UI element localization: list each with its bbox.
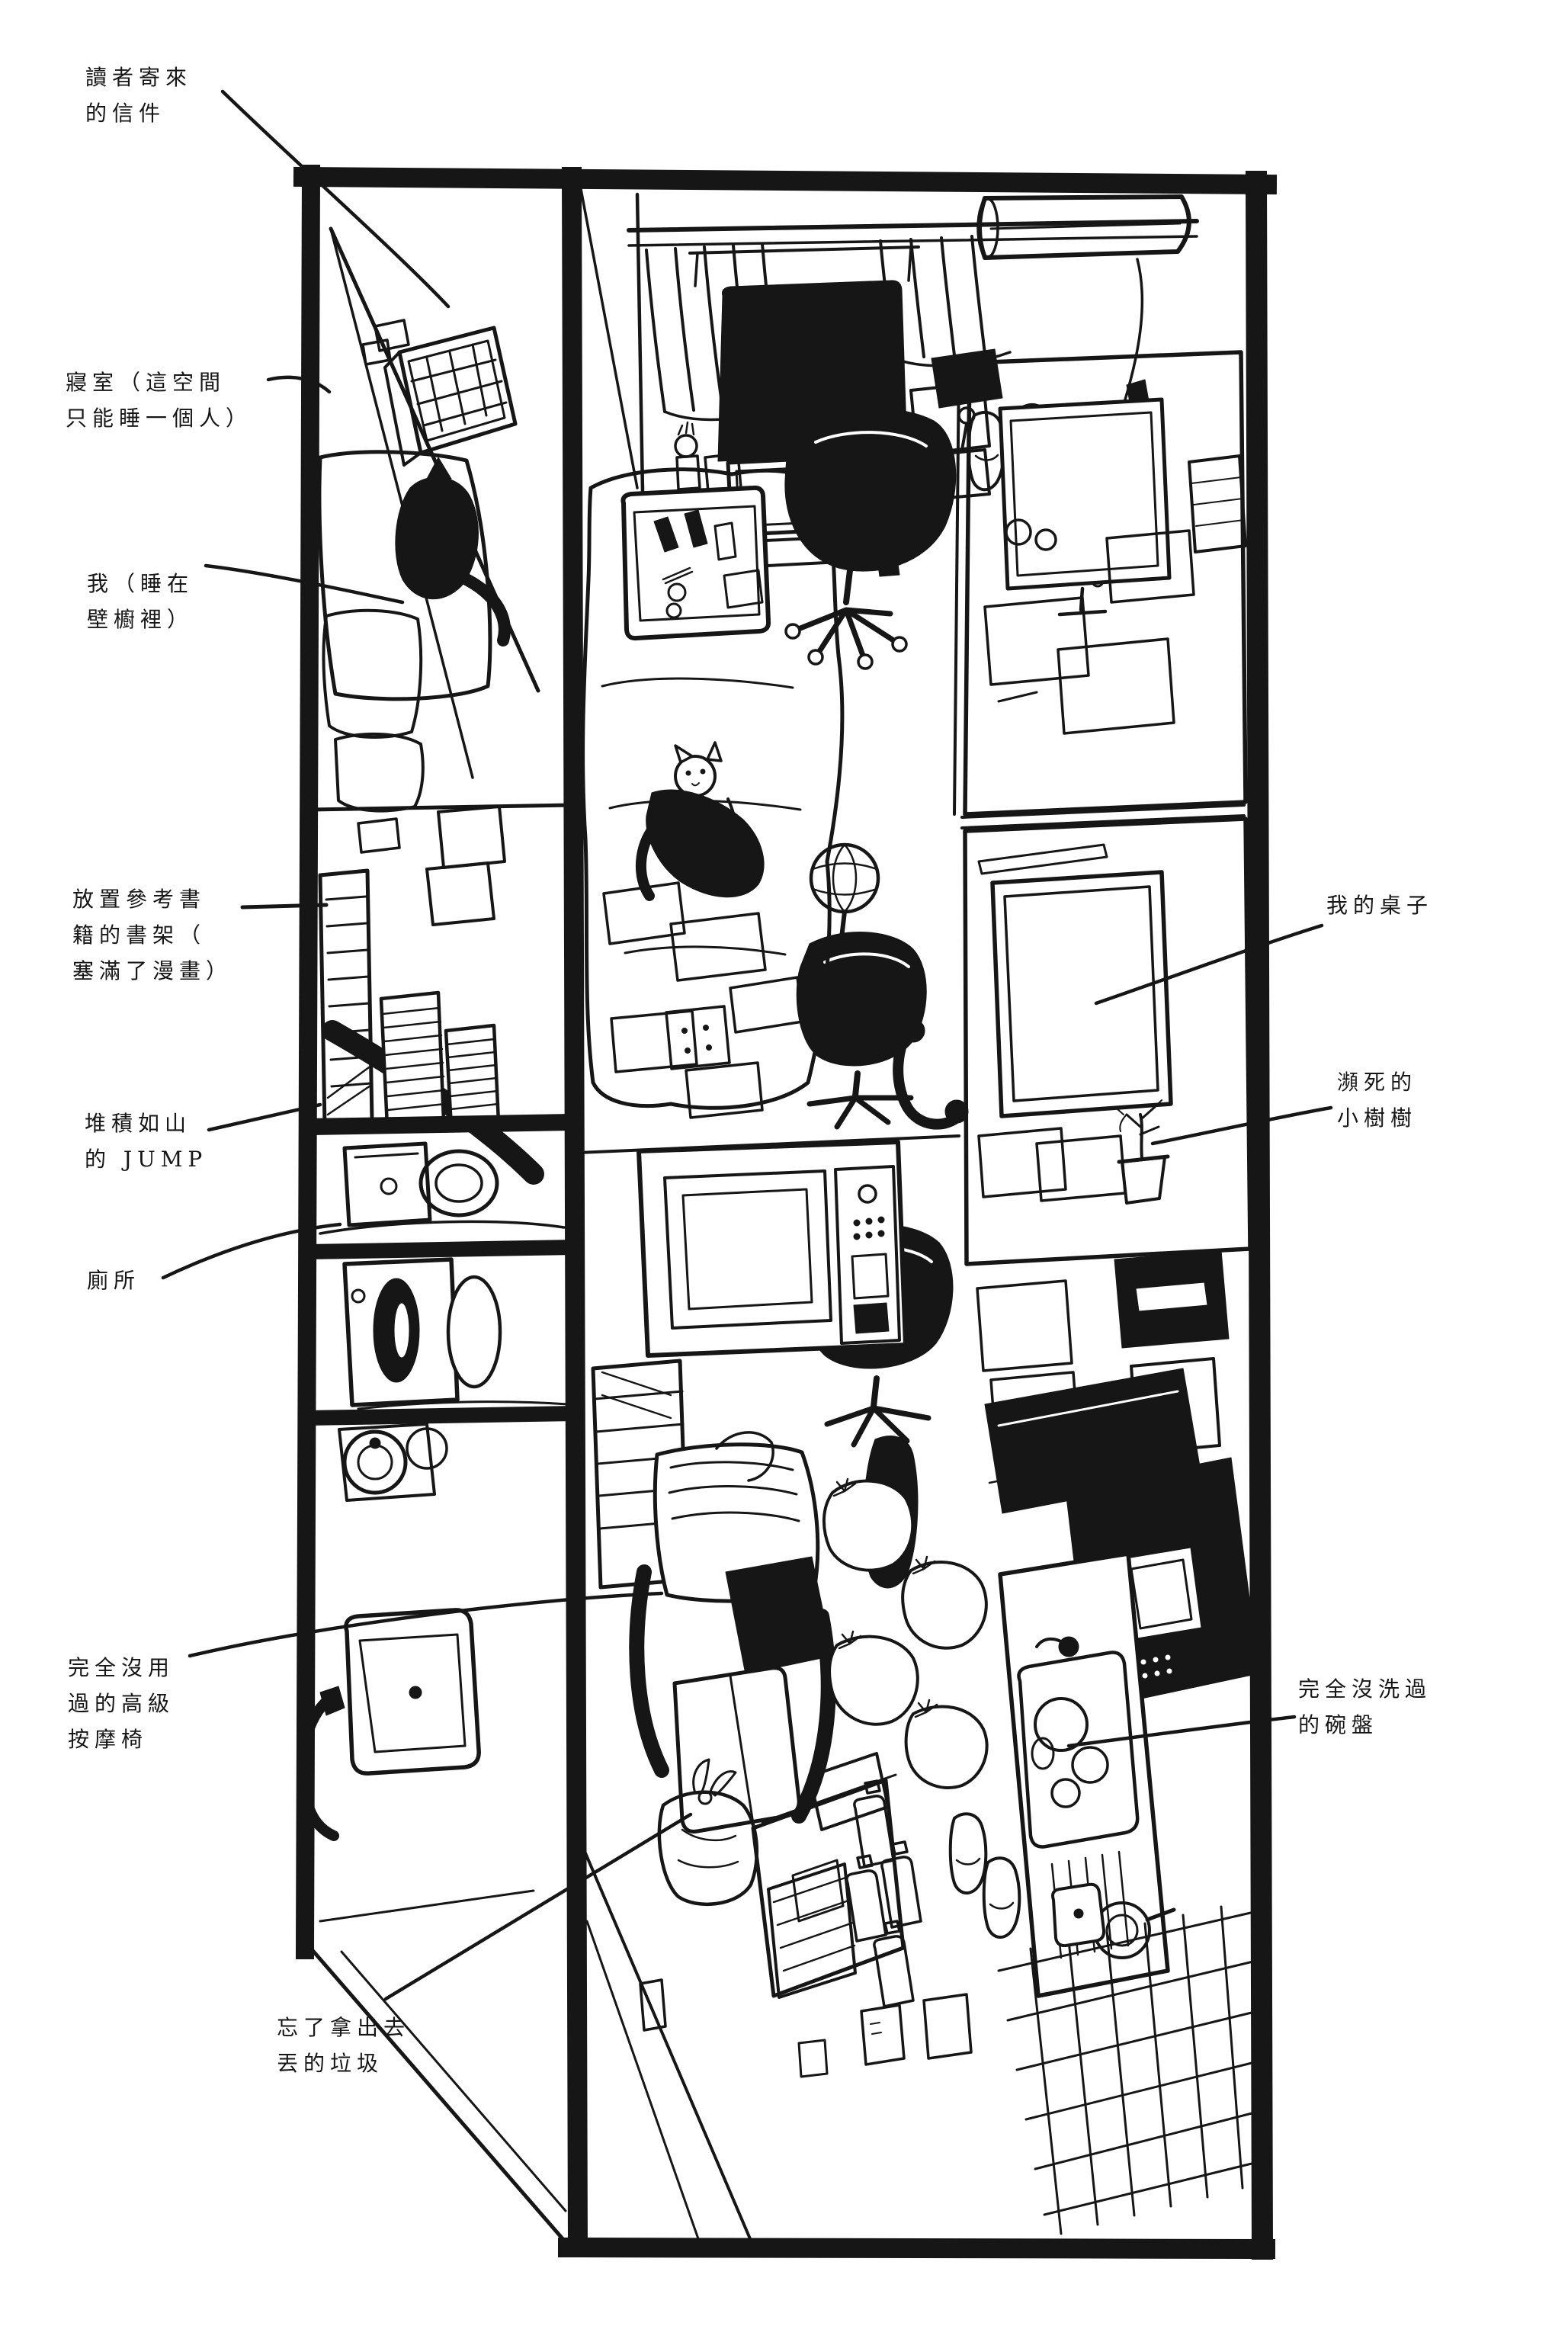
office-chair-mid — [796, 932, 927, 1130]
letter-crate — [361, 319, 518, 467]
bathroom — [297, 1423, 572, 2250]
label-toilet: 廁所 — [87, 1268, 141, 1293]
desk-divider — [960, 804, 1246, 829]
bedroom-room — [317, 226, 540, 813]
label-me-in-closet: 我（睡在 壁櫥裡） — [87, 571, 194, 632]
jacket-blob — [635, 789, 765, 901]
label-unwashed-dishes: 完全沒洗過 的碗盤 — [1298, 1676, 1432, 1737]
massage-chair — [629, 1431, 836, 1833]
leader-bedroom — [266, 375, 332, 394]
walls — [293, 164, 1278, 2260]
label-reader-letters: 讀者寄來 的信件 — [85, 65, 193, 126]
leader-my-desk — [1094, 923, 1324, 1006]
scattered-papers — [602, 881, 804, 1119]
dirty-dishes — [1031, 1697, 1109, 1808]
leader-me-in-closet — [204, 563, 405, 605]
label-forgotten-garbage: 忘了拿出去 丟的垃圾 — [277, 2015, 411, 2076]
bath-sink — [342, 1427, 448, 1495]
leader-reader-letters — [220, 89, 451, 309]
leader-lines — [161, 89, 1333, 2001]
label-bookshelf: 放置參考書 籍的書架（ 塞滿了漫畫） — [72, 887, 233, 983]
desk-b — [893, 816, 1252, 1266]
desk-a — [931, 348, 1248, 816]
leader-unwashed-dishes — [1066, 1715, 1297, 1748]
label-my-desk: 我的桌子 — [1326, 893, 1434, 918]
garbage-bags — [822, 1436, 989, 1789]
label-massage-chair: 完全沒用 過的高級 按摩椅 — [68, 1655, 175, 1752]
toilet-room — [319, 1141, 566, 1235]
jump-stacks — [379, 990, 501, 1130]
monitor-b — [990, 870, 1173, 1118]
office-chair-top — [784, 407, 957, 670]
leader-forgotten-garbage — [383, 1812, 693, 2001]
sleeping-author — [395, 457, 511, 646]
label-bedroom: 寢室（這空間 只能睡一個人） — [66, 370, 253, 431]
floor-lines — [578, 1837, 829, 2249]
kitchen-sink — [998, 1551, 1176, 1998]
tied-trash-bag — [657, 1758, 759, 1907]
leader-dying-tree — [1150, 1105, 1333, 1146]
bookshelf — [318, 868, 374, 1128]
keyboard — [1188, 454, 1247, 553]
globe-ball — [809, 842, 880, 940]
headphones — [893, 1019, 969, 1130]
bathtub — [344, 1608, 481, 1776]
toilet — [342, 1141, 499, 1227]
washing-machine — [342, 1257, 502, 1407]
microwave — [636, 1140, 908, 1358]
leader-toilet — [161, 1222, 342, 1280]
desk-lamp — [931, 348, 1003, 451]
leader-massage-chair — [188, 1591, 664, 1658]
tiled-floor — [997, 1882, 1259, 2235]
window-curtains — [627, 219, 1199, 422]
kotatsu-table — [620, 485, 771, 641]
monitor-a — [998, 397, 1172, 617]
leader-jump-pile — [207, 1102, 322, 1132]
cat — [666, 741, 739, 887]
laundry-room — [342, 1257, 569, 1410]
entry-door-lines — [579, 188, 646, 536]
label-jump-pile: 堆積如山 的 JUMP — [85, 1111, 208, 1172]
kitchen-slippers — [948, 1812, 1021, 1939]
leader-bookshelf — [240, 903, 329, 910]
dying-mini-tree — [1117, 1099, 1170, 1205]
label-dying-tree: 瀕死的 小樹樹 — [1337, 1070, 1418, 1131]
bottles — [845, 1779, 922, 2008]
